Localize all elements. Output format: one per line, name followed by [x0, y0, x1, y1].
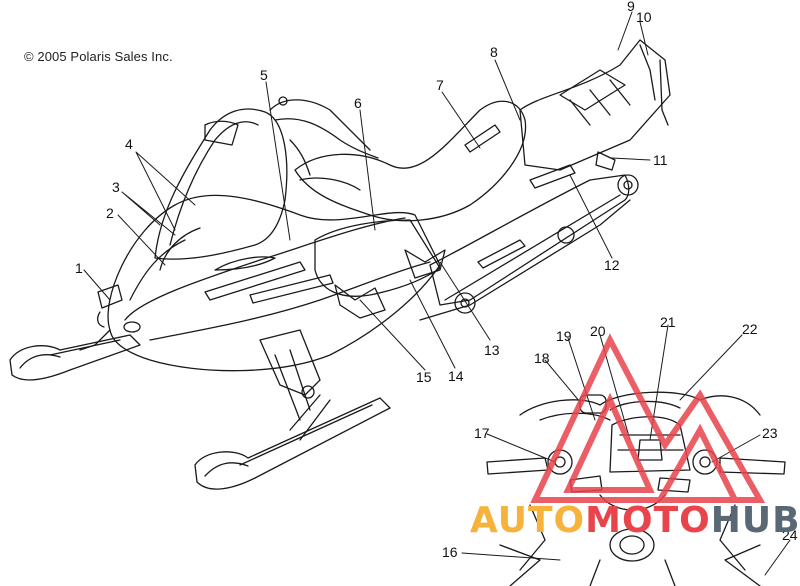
watermark-part-hub: HUB — [710, 500, 800, 541]
callout-24: 24 — [782, 527, 798, 543]
callout-10: 10 — [636, 9, 652, 25]
callout-16: 16 — [442, 544, 458, 560]
callout-2: 2 — [106, 205, 114, 221]
callout-6: 6 — [354, 95, 362, 111]
callout-12: 12 — [604, 257, 620, 273]
callout-20: 20 — [590, 323, 606, 339]
callout-13: 13 — [484, 342, 500, 358]
callout-23: 23 — [762, 425, 778, 441]
callout-19: 19 — [556, 328, 572, 344]
callout-14: 14 — [448, 368, 464, 384]
callout-8: 8 — [490, 44, 498, 60]
callout-11: 11 — [653, 152, 668, 168]
watermark-text: AUTOMOTOHUB — [470, 500, 800, 541]
watermark-part-moto: MOTO — [585, 500, 711, 541]
callout-18: 18 — [534, 350, 550, 366]
copyright-notice: © 2005 Polaris Sales Inc. — [24, 49, 173, 64]
watermark-logo — [530, 333, 766, 503]
callout-22: 22 — [742, 321, 758, 337]
callout-7: 7 — [436, 77, 444, 93]
callout-numbers: 1 2 3 4 5 6 7 8 9 10 11 12 13 14 15 16 1… — [75, 0, 798, 560]
callout-9: 9 — [627, 0, 635, 14]
callout-15: 15 — [416, 369, 432, 385]
callout-5: 5 — [260, 67, 268, 83]
snowmobile-body — [9, 39, 671, 490]
watermark-part-auto: AUTO — [470, 500, 586, 541]
callout-21: 21 — [660, 314, 676, 330]
callout-4: 4 — [125, 136, 133, 152]
callout-17: 17 — [474, 425, 490, 441]
callout-1: 1 — [75, 260, 83, 276]
callout-3: 3 — [112, 179, 120, 195]
